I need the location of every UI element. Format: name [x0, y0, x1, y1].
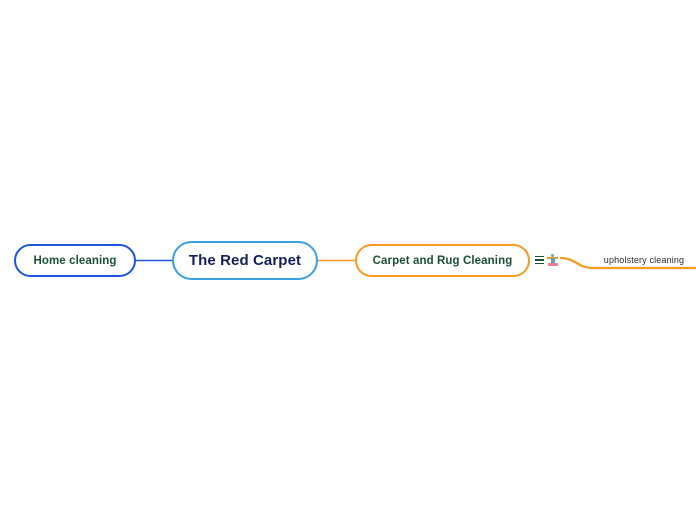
- node-label-carpet-and-rug-cleaning: Carpet and Rug Cleaning: [372, 254, 513, 267]
- hamburger-line-3: [535, 262, 544, 264]
- pictogram-body: [550, 257, 555, 264]
- pictogram-head: [551, 253, 554, 257]
- mindmap-node-carpet-and-rug-cleaning[interactable]: Carpet and Rug Cleaning: [355, 244, 530, 277]
- hamburger-line-2: [535, 259, 544, 261]
- mindmap-node-home-cleaning[interactable]: Home cleaning: [14, 244, 136, 277]
- hamburger-line-1: [535, 256, 544, 258]
- pictogram-base: [547, 263, 558, 266]
- mindmap-node-upholstery-cleaning[interactable]: upholstery cleaning: [592, 248, 696, 272]
- mindmap-node-the-red-carpet[interactable]: The Red Carpet: [172, 241, 318, 280]
- node-icon-cluster: [535, 251, 563, 269]
- node-label-home-cleaning: Home cleaning: [33, 254, 117, 267]
- node-label-the-red-carpet: The Red Carpet: [188, 252, 302, 269]
- hamburger-note-icon[interactable]: [535, 256, 544, 264]
- node-label-upholstery-cleaning: upholstery cleaning: [603, 255, 685, 265]
- pictogram-marker-icon[interactable]: [547, 253, 558, 267]
